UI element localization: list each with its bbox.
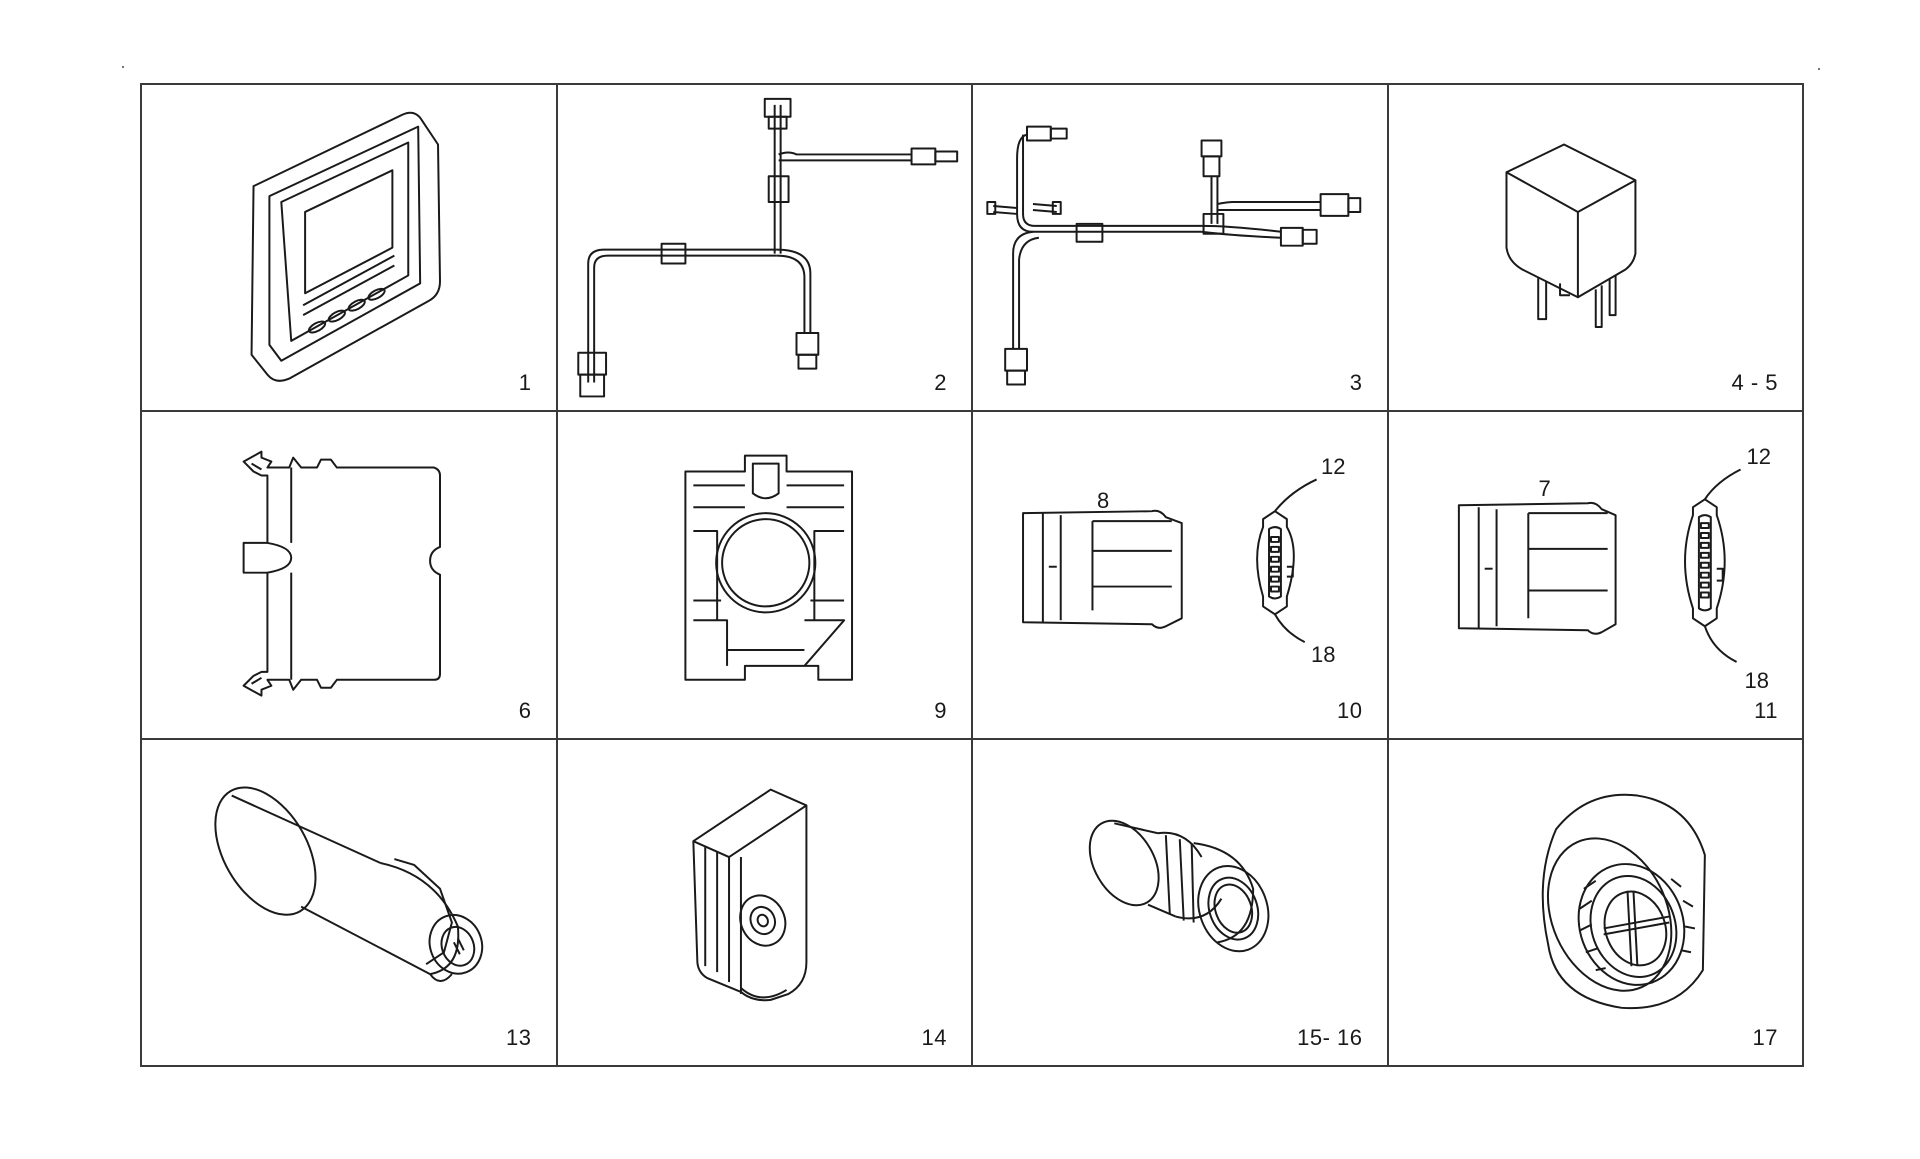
- part-number-label: 2: [934, 370, 947, 396]
- harness-a-drawing: [576, 97, 958, 398]
- sensor-cylinder-drawing: [214, 786, 484, 982]
- part-number-label: 9: [934, 697, 947, 723]
- part-number-label: 4 - 5: [1731, 370, 1778, 396]
- part-number-label: 3: [1349, 370, 1363, 396]
- buzzer-drawing: [1541, 793, 1706, 1009]
- callout-label: 7: [1538, 476, 1551, 502]
- clip-bracket-drawing: [242, 451, 441, 697]
- callout-label: 12: [1321, 454, 1346, 480]
- part-number-label: 17: [1752, 1025, 1778, 1050]
- callout-label: 12: [1746, 444, 1771, 470]
- cell-relay[interactable]: 4 - 5: [1387, 84, 1803, 412]
- cell-sensor-cylinder[interactable]: 13: [141, 738, 557, 1066]
- cell-wiring-harness-a[interactable]: 2: [556, 84, 972, 412]
- relay-drawing: [1504, 143, 1636, 329]
- harness-b-drawing: [986, 125, 1362, 386]
- grommet-drawing: [1088, 819, 1270, 952]
- cell-cap-switch[interactable]: 14: [556, 738, 972, 1066]
- corner-mark-left: [122, 66, 124, 68]
- parts-grid: 1 2: [140, 83, 1804, 1067]
- connector-pair-a-drawing: [1022, 478, 1318, 644]
- corner-mark-right: [1818, 68, 1820, 70]
- part-number-label: 1: [518, 370, 532, 396]
- callout-label: 18: [1744, 668, 1769, 694]
- part-number-label: 15- 16: [1297, 1025, 1363, 1050]
- cell-buzzer[interactable]: 17: [1387, 738, 1803, 1066]
- connector-pair-b-drawing: [1457, 468, 1741, 664]
- cell-wiring-harness-b[interactable]: 3: [972, 84, 1388, 412]
- cell-clip-bracket[interactable]: 6: [141, 411, 557, 739]
- cell-display-unit[interactable]: 1: [141, 84, 557, 412]
- cell-connector-holder[interactable]: 9: [556, 411, 972, 739]
- connector-holder-drawing: [683, 454, 853, 682]
- part-number-label: 10: [1337, 697, 1363, 723]
- part-number-label: 6: [518, 697, 532, 723]
- part-number-label: 11: [1754, 697, 1778, 723]
- callout-label: 8: [1097, 488, 1110, 514]
- cell-connector-pair-b[interactable]: 7 12 18 11: [1387, 411, 1803, 739]
- cell-grommet[interactable]: 15- 16: [972, 738, 1388, 1066]
- cap-switch-drawing: [691, 788, 807, 1001]
- cell-connector-pair-a[interactable]: 8 12 18 10: [972, 411, 1388, 739]
- part-number-label: 13: [506, 1025, 532, 1050]
- part-number-label: 14: [921, 1025, 947, 1050]
- display-unit-drawing: [250, 111, 441, 382]
- callout-label: 18: [1311, 642, 1336, 668]
